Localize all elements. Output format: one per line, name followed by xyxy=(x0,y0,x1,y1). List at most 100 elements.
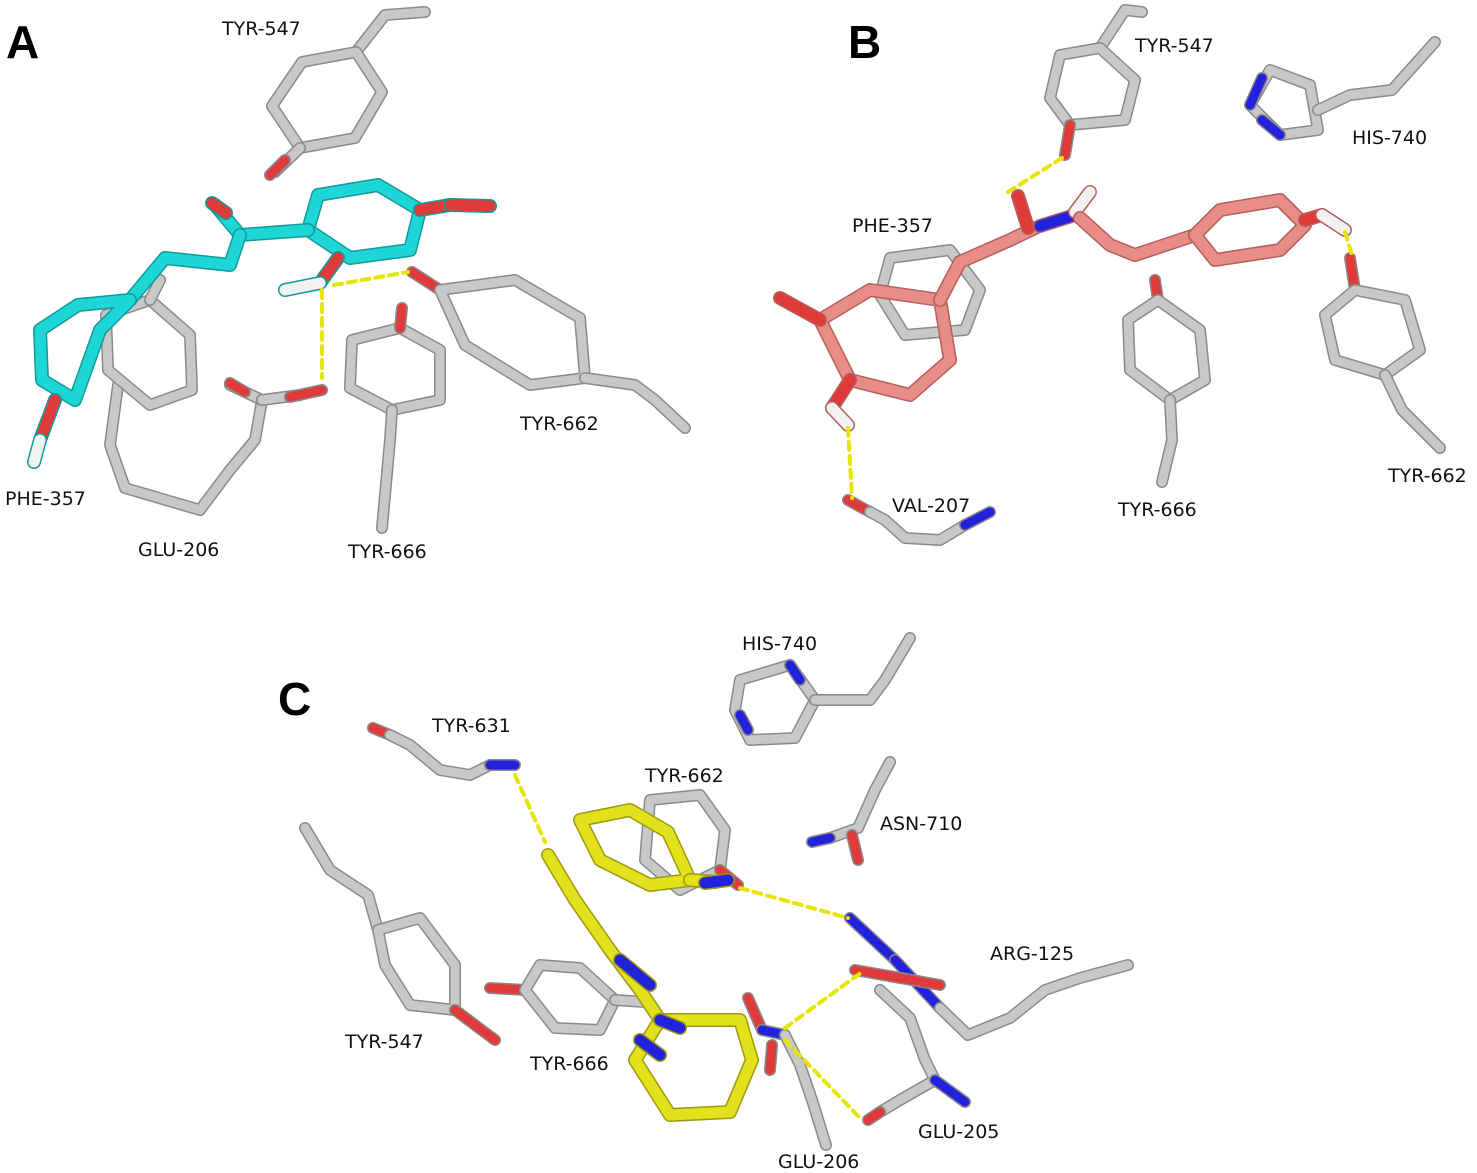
stick xyxy=(542,849,666,1026)
oxygen-stick xyxy=(285,385,327,402)
label-glu205-c: GLU-205 xyxy=(918,1121,999,1143)
residue-his740-b xyxy=(1244,36,1441,141)
label-tyr547-a: TYR-547 xyxy=(221,18,301,40)
stick xyxy=(145,275,165,305)
residue-glu206-a xyxy=(104,377,328,516)
label-tyr662-a: TYR-662 xyxy=(519,413,599,435)
stick xyxy=(1313,37,1440,115)
nitrogen-stick xyxy=(807,833,835,847)
oxygen-stick xyxy=(850,965,945,990)
label-his740-c: HIS-740 xyxy=(742,633,817,655)
label-tyr662-c: TYR-662 xyxy=(644,765,724,787)
stick xyxy=(825,757,895,843)
nitrogen-stick xyxy=(634,1034,666,1061)
label-his740-b: HIS-740 xyxy=(1352,127,1427,149)
ligand-b xyxy=(773,185,1352,432)
oxygen-stick xyxy=(395,303,407,333)
residue-glu205-c xyxy=(862,984,971,1126)
stick xyxy=(935,960,1133,1040)
label-phe357-a: PHE-357 xyxy=(5,488,86,510)
oxygen-stick xyxy=(1012,190,1034,234)
nitrogen-stick xyxy=(1257,115,1285,140)
residue-tyr666-a xyxy=(344,302,446,534)
stick xyxy=(810,633,915,705)
residue-tyr662-a xyxy=(406,266,691,434)
label-glu206-c: GLU-206 xyxy=(778,1151,859,1173)
panel-c: C xyxy=(278,632,1134,1173)
residue-tyr547-b xyxy=(1044,4,1148,161)
ring xyxy=(302,179,426,264)
ligand-a xyxy=(27,178,497,469)
nitrogen-stick xyxy=(1245,73,1267,110)
residue-tyr547-a xyxy=(264,6,431,181)
stick xyxy=(934,222,1041,306)
panel-a-letter: A xyxy=(6,16,39,68)
hbonds-a xyxy=(320,270,410,380)
ligand-c xyxy=(541,803,759,1122)
residue-glu206-c xyxy=(742,992,832,1151)
nitrogen-stick xyxy=(654,1014,686,1034)
hbond xyxy=(783,970,864,1030)
label-tyr666-c: TYR-666 xyxy=(529,1053,609,1075)
label-tyr662-b: TYR-662 xyxy=(1387,465,1467,487)
stick xyxy=(105,380,267,515)
hbond xyxy=(846,426,854,500)
hbond xyxy=(738,886,850,920)
nitrogen-stick xyxy=(845,913,900,965)
stick xyxy=(780,1030,831,1150)
ring xyxy=(574,804,696,891)
oxygen-stick xyxy=(225,378,250,397)
hbond xyxy=(332,270,410,287)
oxygen-stick xyxy=(1060,120,1075,160)
ring xyxy=(1123,295,1210,405)
stick xyxy=(377,405,397,533)
nitrogen-stick xyxy=(960,507,995,530)
residue-val207-b xyxy=(842,494,996,546)
stick xyxy=(1074,212,1201,261)
hbond xyxy=(1343,230,1354,257)
label-tyr666-a: TYR-666 xyxy=(347,541,427,563)
stick xyxy=(124,229,246,306)
nitrogen-stick xyxy=(930,1075,970,1107)
label-tyr631-c: TYR-631 xyxy=(431,715,511,737)
stick xyxy=(1157,395,1177,487)
nitrogen-stick xyxy=(614,954,656,991)
oxygen-stick xyxy=(450,1005,500,1045)
hbond xyxy=(1006,156,1064,194)
label-tyr547-c: TYR-547 xyxy=(344,1031,424,1053)
stick xyxy=(385,730,495,780)
hydrogen-stick xyxy=(279,277,326,296)
hydrogen-stick xyxy=(28,434,46,468)
nitrogen-stick xyxy=(1034,209,1081,232)
label-tyr547-b: TYR-547 xyxy=(1134,35,1214,57)
hbonds-b xyxy=(846,156,1354,500)
oxygen-stick xyxy=(34,394,61,446)
residue-tyr666-c xyxy=(484,959,651,1036)
hydrogen-stick xyxy=(1316,209,1351,236)
hbonds-c xyxy=(513,773,864,1120)
residue-tyr662-b xyxy=(1319,252,1446,454)
ring xyxy=(34,294,136,406)
oxygen-stick xyxy=(206,197,232,219)
ring xyxy=(1045,43,1140,130)
stick xyxy=(875,985,940,1117)
label-val207-b: VAL-207 xyxy=(892,495,970,517)
residue-his740-c xyxy=(729,632,916,746)
oxygen-stick xyxy=(444,199,496,212)
oxygen-stick xyxy=(774,292,826,326)
stick xyxy=(1380,370,1445,453)
stick xyxy=(1095,5,1147,53)
panel-b-letter: B xyxy=(848,16,881,68)
residue-asn710-c xyxy=(806,756,896,866)
stick xyxy=(351,7,430,57)
nitrogen-stick xyxy=(735,710,753,735)
nitrogen-stick xyxy=(785,660,805,685)
residue-arg125-c xyxy=(844,912,1134,1041)
residue-tyr666-b xyxy=(1122,274,1211,488)
residue-tyr547-c xyxy=(299,822,501,1046)
hydrogen-stick xyxy=(826,402,854,431)
oxygen-stick xyxy=(265,155,290,180)
ring xyxy=(629,1014,758,1121)
hydrogen-stick xyxy=(1069,186,1096,218)
